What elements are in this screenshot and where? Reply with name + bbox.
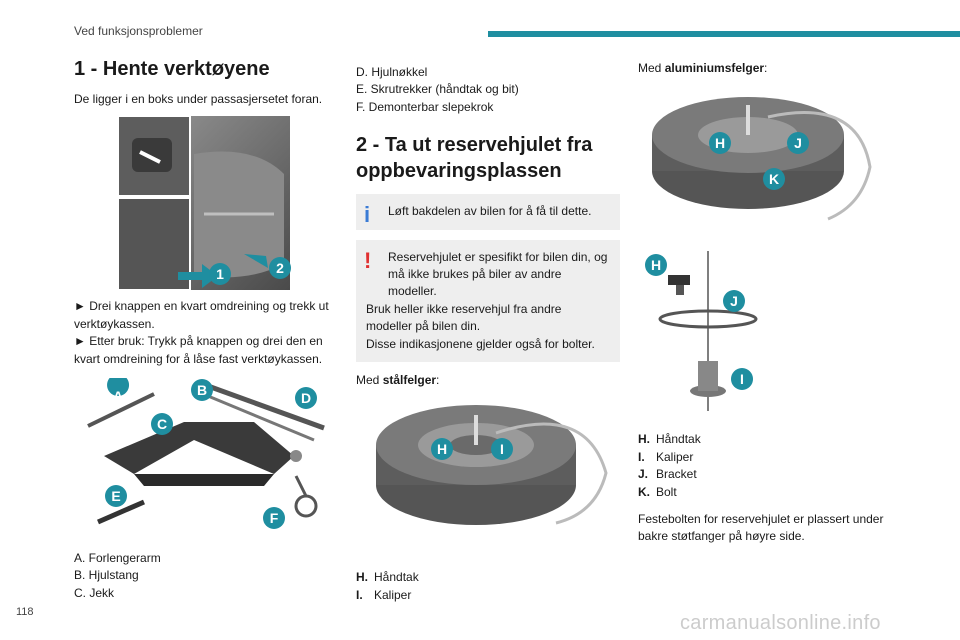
caption-prefix: Med	[638, 61, 665, 75]
legend-item: E. Skrutrekker (håndtak og bit)	[356, 82, 519, 97]
legend-item: I. Kaliper	[638, 449, 888, 466]
caption-bold: aluminiumsfelger	[664, 61, 765, 75]
info-icon: i	[364, 202, 371, 228]
figure-badge	[709, 132, 731, 155]
legend-key: H.	[356, 570, 368, 585]
steel-legend: H. Håndtak I. Kaliper	[356, 569, 620, 604]
header-accent-bar	[488, 31, 960, 37]
figure-badge-label: J	[794, 135, 802, 151]
legend-text: Håndtak	[374, 570, 419, 585]
figure-badge-label: H	[715, 135, 725, 151]
legend-item: D. Hjulnøkkel	[356, 65, 428, 79]
figure-badge-label: F	[270, 510, 279, 526]
figure-badge-label: E	[111, 488, 120, 504]
steel-caption: Med stålfelger:	[356, 372, 620, 389]
figure-badge-label: D	[301, 390, 311, 406]
warning-text-rest: Bruk heller ikke reservehjul fra andre m…	[366, 301, 595, 351]
figure-badge	[191, 378, 213, 401]
warning-icon: !	[364, 247, 372, 273]
step-2: ► Etter bruk: Trykk på knappen og drei d…	[74, 334, 323, 366]
figure-badge	[787, 132, 809, 155]
caption-prefix: Med	[356, 372, 383, 387]
caption-suffix: :	[436, 372, 440, 387]
column-2: D. Hjulnøkkel E. Skrutrekker (håndtak og…	[356, 58, 620, 604]
figure-badge-label: H	[651, 257, 661, 273]
legend-item: K. Bolt	[638, 484, 888, 501]
legend-key: J.	[638, 467, 649, 482]
legend-text: Håndtak	[656, 432, 701, 447]
toolbox-illustration: 1 2	[117, 115, 291, 292]
figure-badge	[209, 263, 231, 286]
tool-legend-d-f: D. Hjulnøkkel E. Skrutrekker (håndtak og…	[356, 64, 620, 116]
warning-box: ! Reservehjulet er spesifikt for bilen d…	[356, 239, 620, 362]
legend-item: B. Hjulstang	[74, 568, 139, 583]
figure-badge	[105, 484, 127, 507]
intro-text: De ligger i en boks under passasjersetet…	[74, 92, 323, 106]
figure-badge-label: B	[197, 382, 207, 398]
alu-wheel-illustration: H J K	[652, 97, 872, 221]
warning-text-first: Reservehjulet er spesifikt for bilen din…	[388, 249, 608, 299]
legend-key: K.	[638, 484, 650, 499]
tools-illustration: A B C D E F	[87, 377, 325, 529]
page-number: 118	[16, 606, 34, 618]
legend-key: I.	[356, 587, 363, 602]
alu-caption: Med aluminiumsfelger:	[638, 60, 888, 77]
figure-badge	[645, 254, 667, 277]
bolt-assembly-illustration: H J I	[645, 251, 758, 412]
legend-item: H. Håndtak	[356, 569, 620, 586]
alu-legend: H. Håndtak I. Kaliper J. Bracket K. Bolt	[638, 431, 888, 501]
legend-key: I.	[638, 449, 645, 464]
legend-text: Bracket	[656, 467, 697, 482]
figure-badge-label: K	[769, 171, 779, 187]
figure-badge	[491, 438, 513, 461]
legend-item: I. Kaliper	[356, 587, 620, 604]
legend-text: Kaliper	[656, 449, 694, 464]
figure-badge-label: 1	[216, 266, 224, 282]
section-heading-1: 1 - Hente verktøyene	[74, 58, 270, 80]
figure-badge-label: A	[113, 388, 123, 404]
legend-item: A. Forlengerarm	[74, 550, 161, 565]
figure-badge-label: I	[740, 371, 744, 387]
figure-badge	[431, 438, 453, 461]
bolt-location-note: Festebolten for reservehjulet er plasser…	[638, 511, 884, 544]
figure-badge	[731, 368, 753, 391]
figure-badge	[151, 412, 173, 435]
section-heading-2: 2 - Ta ut reservehjulet fra oppbevarings…	[356, 134, 593, 183]
figure-badge	[723, 290, 745, 313]
figure-badge	[269, 257, 291, 280]
legend-text: Bolt	[656, 484, 677, 499]
tool-legend-a-c: A. Forlengerarm B. Hjulstang C. Jekk	[74, 550, 336, 602]
caption-bold: stålfelger	[382, 372, 437, 387]
figure-badge	[107, 377, 130, 396]
steel-wheel-illustration: H I	[376, 405, 608, 526]
figure-badge-label: I	[500, 441, 504, 457]
step-1: ► Drei knappen en kvart omdreining og tr…	[74, 299, 329, 331]
figure-badge	[763, 168, 785, 191]
figure-badge-label: C	[157, 416, 167, 432]
running-header: Ved funksjonsproblemer	[74, 24, 203, 38]
caption-suffix: :	[764, 61, 768, 75]
figure-badge	[295, 386, 317, 409]
legend-text: Kaliper	[374, 587, 412, 602]
figure-badge-label: J	[730, 293, 738, 309]
legend-item: C. Jekk	[74, 585, 115, 600]
column-3: Med aluminiumsfelger: H J K H J I H. Hånd…	[638, 58, 888, 546]
figure-badge-label: 2	[276, 260, 284, 276]
legend-key: H.	[638, 432, 650, 447]
info-box: i Løft bakdelen av bilen for å få til de…	[356, 194, 620, 230]
figure-badge-label: H	[437, 441, 447, 457]
info-text: Løft bakdelen av bilen for å få til dett…	[388, 204, 592, 219]
legend-item: J. Bracket	[638, 466, 888, 483]
legend-item: H. Håndtak	[638, 431, 888, 448]
watermark: carmanualsonline.info	[680, 612, 881, 634]
figure-badge	[263, 506, 285, 529]
legend-item: F. Demonterbar slepekrok	[356, 99, 494, 114]
column-1: 1 - Hente verktøyene De ligger i en boks…	[74, 58, 336, 602]
